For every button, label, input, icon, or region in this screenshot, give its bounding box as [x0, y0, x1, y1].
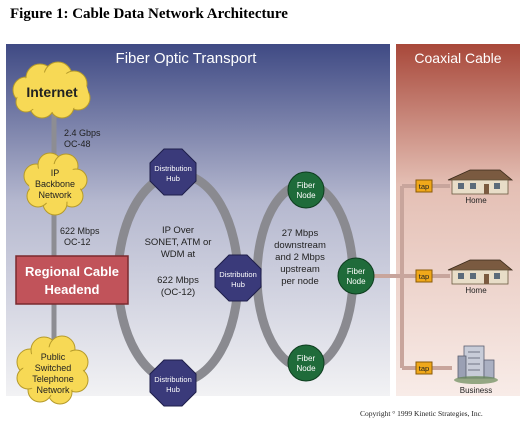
pstn-cloud: Public Switched Telephone Network: [16, 335, 89, 405]
internet-cloud: Internet: [12, 61, 91, 119]
bandwidth-line-4: upstream: [280, 264, 320, 275]
hub-bottom-line-2: Hub: [166, 385, 180, 394]
fiber-node-top-line-1: Fiber: [297, 181, 316, 190]
tap-2: tap: [415, 269, 433, 283]
ip-backbone-line-1: IP: [51, 168, 60, 178]
copyright-notice: Copyright ° 1999 Kinetic Strategies, Inc…: [360, 409, 483, 418]
ring-transport-label: IP Over SONET, ATM or WDM at 622 Mbps (O…: [145, 225, 212, 298]
tap-2-label: tap: [419, 272, 429, 281]
headend-line-1: Regional Cable: [25, 264, 119, 279]
bandwidth-line-5: per node: [281, 276, 319, 287]
headend-line-2: Headend: [45, 282, 100, 297]
fiber-node-right-line-2: Node: [346, 277, 366, 286]
tap-3-label: tap: [419, 364, 429, 373]
link-speed-backbone-2: OC-12: [64, 237, 91, 247]
distribution-hub-bottom: Distribution Hub: [149, 359, 197, 407]
bandwidth-line-2: downstream: [274, 240, 326, 251]
home-icon: [447, 169, 514, 195]
ip-backbone-cloud: IP Backbone Network: [23, 152, 88, 216]
fiber-node-bottom-line-1: Fiber: [297, 354, 316, 363]
coaxial-cable-panel: [396, 44, 520, 396]
figure-title: Figure 1: Cable Data Network Architectur…: [10, 6, 288, 22]
business-icon: [454, 345, 498, 384]
ring-bandwidth-label: 27 Mbps downstream and 2 Mbps upstream p…: [274, 228, 326, 287]
hub-right-line-1: Distribution: [219, 270, 257, 279]
internet-label: Internet: [26, 84, 78, 100]
fiber-node-top-line-2: Node: [296, 191, 316, 200]
ring-label-line-6: (OC-12): [161, 287, 195, 298]
regional-cable-headend: Regional Cable Headend: [15, 255, 129, 305]
hub-top-line-1: Distribution: [154, 164, 192, 173]
ring-label-line-3: WDM at: [161, 249, 196, 260]
home-label-2: Home: [465, 286, 487, 295]
ip-backbone-line-2: Backbone: [35, 179, 75, 189]
tap-1: tap: [415, 179, 433, 193]
home-label-1: Home: [465, 196, 487, 205]
fiber-node-top: Fiber Node: [287, 171, 325, 209]
ip-backbone-line-3: Network: [38, 190, 72, 200]
bandwidth-line-3: and 2 Mbps: [275, 252, 325, 263]
business-label: Business: [460, 386, 492, 395]
distribution-hub-right: Distribution Hub: [214, 254, 262, 302]
hub-right-line-2: Hub: [231, 280, 245, 289]
link-speed-internet-1: 2.4 Gbps: [64, 128, 101, 138]
link-speed-internet-2: OC-48: [64, 139, 91, 149]
pstn-line-4: Network: [36, 385, 70, 395]
home-icon: [447, 259, 514, 285]
hub-top-line-2: Hub: [166, 174, 180, 183]
fiber-node-right-line-1: Fiber: [347, 267, 366, 276]
pstn-line-1: Public: [41, 352, 66, 362]
coax-lines: [372, 184, 452, 370]
fiber-node-bottom-line-2: Node: [296, 364, 316, 373]
bandwidth-line-1: 27 Mbps: [282, 228, 319, 239]
pstn-line-2: Switched: [35, 363, 72, 373]
fiber-transport-heading: Fiber Optic Transport: [116, 50, 258, 67]
fiber-node-bottom: Fiber Node: [287, 344, 325, 382]
ring-label-line-2: SONET, ATM or: [145, 237, 212, 248]
link-speed-backbone-1: 622 Mbps: [60, 226, 100, 236]
distribution-hub-top: Distribution Hub: [149, 148, 197, 196]
hub-bottom-line-1: Distribution: [154, 375, 192, 384]
coaxial-cable-heading: Coaxial Cable: [414, 50, 501, 66]
tap-1-label: tap: [419, 182, 429, 191]
ring-label-line-1: IP Over: [162, 225, 194, 236]
fiber-node-right: Fiber Node: [337, 257, 375, 295]
ring-label-line-5: 622 Mbps: [157, 275, 199, 286]
tap-3: tap: [415, 361, 433, 375]
pstn-line-3: Telephone: [32, 374, 74, 384]
